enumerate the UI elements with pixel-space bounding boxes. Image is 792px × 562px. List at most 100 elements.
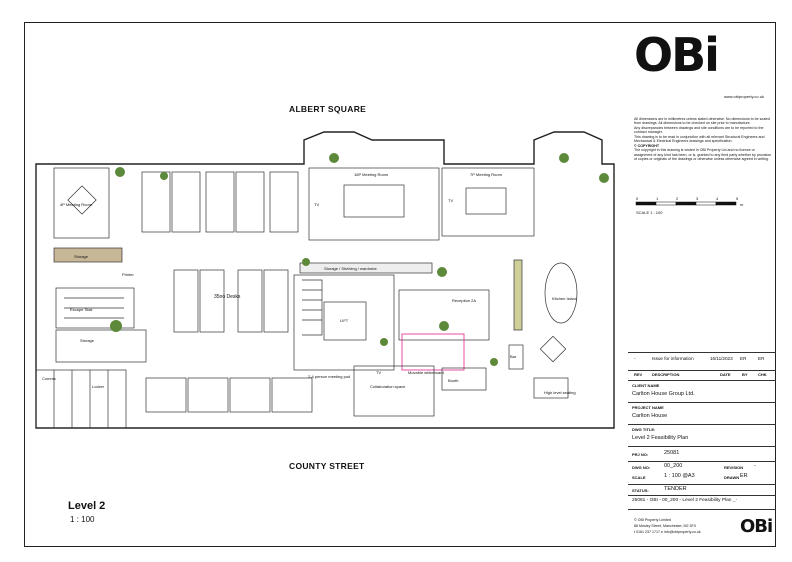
plant [302,258,310,266]
label-meeting-pods: 2-4 person meeting pod [308,374,350,379]
label-tv-16p: TV [314,202,319,207]
scale-label: SCALE [632,475,646,480]
drawn-label: DRAWN [724,475,740,480]
collaboration-zone [353,365,435,417]
rev-by: ER [740,356,747,361]
label-tv-collab: TV [376,370,381,375]
rule [628,484,776,485]
rev-value: - [634,356,636,361]
scale-value: 1 : 100 @A3 [664,473,695,479]
company-address: 88 Mosley Street, Manchester, M2 3FX [634,524,697,528]
label-printer: Printer [122,272,134,277]
desk-cluster-nw [141,171,299,233]
label-booth: Booth [448,378,458,383]
rule [628,495,776,496]
scale-tick-label: 5 [736,196,739,201]
meeting-7p-wall [441,167,535,237]
drawn-value: ER [740,473,748,479]
bar-counter [513,259,523,331]
scale-tick-label: 1 [656,196,659,201]
scale-tick-label: 3 [696,196,699,201]
dwg-no: 00_200 [664,463,683,469]
label-meeting-4p: 4P Meeting Room [60,202,93,207]
meeting-4p-wall [53,167,110,239]
prj-no: 25081 [664,450,680,456]
note: The copyright in this drawing is vested … [634,148,772,162]
label-lift: LIFT [340,318,349,323]
note: © COPYRIGHT [634,143,660,148]
rule [628,370,776,371]
company-contact: t 0161 237 1717 e info@obiproperty.co.uk [634,530,701,534]
client-label: CLIENT NAME [632,383,660,388]
bar-room [508,344,524,370]
scale-tick-label: 4 [716,196,719,201]
project-label: PROJECT NAME [632,405,664,410]
meeting-16p-wall [308,167,440,241]
label-locker: Locker [92,384,105,389]
label-comms: Comms [42,376,56,381]
plant [599,173,609,183]
rule [628,461,776,462]
rev-header-desc: DESCRIPTION [652,372,680,377]
table-4p [67,185,97,215]
rule [628,352,776,353]
reception-zone [398,289,490,341]
lift-shaft [323,301,367,341]
rev-description: Issue for information [652,356,694,361]
plant [439,321,449,331]
storage-top-wall [53,247,123,263]
label-high-level-seating: High level seating [544,390,576,395]
table-4p-east [539,335,567,363]
label-tv-7p: TV [448,198,453,203]
label-bar: Bar [510,354,517,359]
scale-unit: m [740,202,744,207]
level-scale: 1 : 100 [70,515,95,524]
table-16p [343,184,405,218]
kitchen-island [544,262,578,324]
rev-header-date: DATE [720,372,731,377]
obi-logo: OBi [634,28,720,82]
storage-shelving [299,262,433,274]
plant [329,153,339,163]
label-escape-stair: Escape Stair [70,307,93,312]
rev-chk: ER [758,356,765,361]
label-desks-count: 35no Desks [214,294,241,300]
drawing-notes: All dimensions are in millimetres unless… [634,117,774,162]
note: This drawing is to be read in conjunctio… [634,134,765,144]
title-block: OBi www.obiproperty.co.uk All dimensions… [628,22,776,547]
rule [628,402,776,403]
plant [437,267,447,277]
scale-bar-label: SCALE 1 : 100 [636,210,663,215]
high-level-seating-table [533,377,569,399]
website: www.obiproperty.co.uk [724,94,764,99]
revision-value: - [754,463,756,469]
status-label: STATUS: [632,488,649,493]
rule [628,380,776,381]
level-title: Level 2 [68,500,106,512]
note: All dimensions are in millimetres unless… [634,117,771,126]
cleaners-room [401,333,465,371]
core-wall [293,274,395,371]
desk-cluster-mid [173,269,289,333]
label-storage-shelving: Storage / Shelving / wardrobe [324,266,377,271]
scale-tick-label: 0 [636,196,639,201]
sheet-border [24,22,776,547]
project-name: Carlton House [632,413,668,419]
label-meeting-7p: 7P Meeting Room [470,172,503,177]
floor-plan: 4P Meeting Room Storage Printer Escape S… [35,131,615,429]
dwg-no-label: DWG NO: [632,465,651,470]
file-reference: 25081 - OBI - 00_200 - Level 2 Feasibili… [632,498,738,503]
client-name: Carlton House Group Ltd. [632,391,695,397]
status-value: TENDER [664,486,687,492]
plant [115,167,125,177]
label-meeting-16p: 16P Meeting Room [354,172,389,177]
obi-logo-small: OBi [740,516,773,537]
plant [160,172,168,180]
label-collaboration: Collaboration space [370,384,406,389]
scale-bar: 0 1 2 3 4 5 m SCALE 1 : 100 [635,196,744,215]
rule [628,424,776,425]
rev-header-by: BY [742,372,748,377]
toilet-block [35,369,127,429]
rev-date: 16/11/2023 [710,356,733,361]
